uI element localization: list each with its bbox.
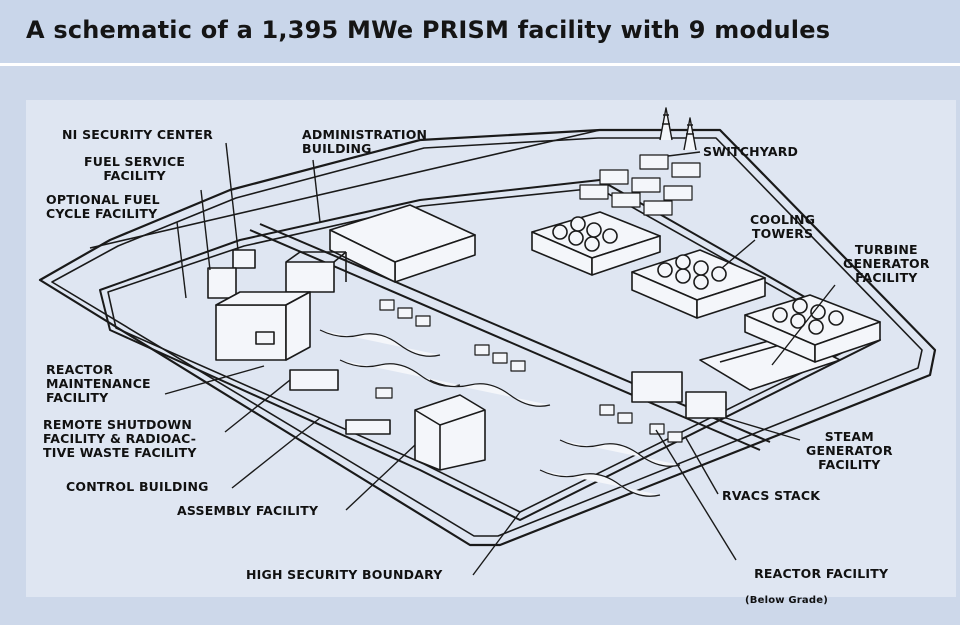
label-ni-security-center: NI SECURITY CENTER: [62, 127, 213, 142]
label-reactor-facility: REACTOR FACILITY (Below Grade): [745, 553, 888, 621]
cooling-towers: [531, 211, 881, 363]
site-outline: [38, 128, 937, 547]
label-switchyard: SWITCHYARD: [703, 144, 799, 159]
reactor-facility-note: (Below Grade): [745, 595, 828, 606]
label-steam-generator-facility: STEAM GENERATOR FACILITY: [806, 429, 893, 472]
label-turbine-generator-facility: TURBINE GENERATOR FACILITY: [843, 242, 930, 285]
label-cooling-towers: COOLING TOWERS: [750, 212, 816, 241]
label-reactor-maintenance-facility: REACTOR MAINTENANCE FACILITY: [46, 362, 151, 405]
fuel-service-cluster: [207, 249, 347, 299]
label-leader-lines: [164, 142, 836, 576]
label-high-security-boundary: HIGH SECURITY BOUNDARY: [246, 567, 443, 582]
central-road: [249, 223, 771, 451]
steam-generator-buildings: [631, 371, 727, 419]
label-assembly-facility: ASSEMBLY FACILITY: [177, 503, 319, 518]
title-divider: [0, 63, 960, 66]
label-optional-fuel-cycle-facility: OPTIONAL FUEL CYCLE FACILITY: [46, 192, 160, 221]
reactor-module-rows: [319, 299, 683, 497]
reactor-maintenance-building: [215, 291, 311, 361]
title-bar: A schematic of a 1,395 MWe PRISM facilit…: [0, 0, 960, 66]
label-control-building: CONTROL BUILDING: [66, 479, 209, 494]
label-remote-shutdown-facility: REMOTE SHUTDOWN FACILITY & RADIOAC- TIVE…: [43, 417, 197, 460]
label-administration-building: ADMINISTRATION BUILDING: [302, 127, 428, 156]
assembly-building: [414, 394, 486, 471]
reactor-facility-name: REACTOR FACILITY: [754, 566, 889, 581]
label-rvacs-stack: RVACS STACK: [722, 488, 821, 503]
label-fuel-service-facility: FUEL SERVICE FACILITY: [84, 154, 186, 183]
figure-title: A schematic of a 1,395 MWe PRISM facilit…: [26, 16, 831, 44]
switchyard-equipment: [579, 107, 701, 216]
control-building: [289, 369, 391, 435]
administration-building: [329, 204, 476, 283]
